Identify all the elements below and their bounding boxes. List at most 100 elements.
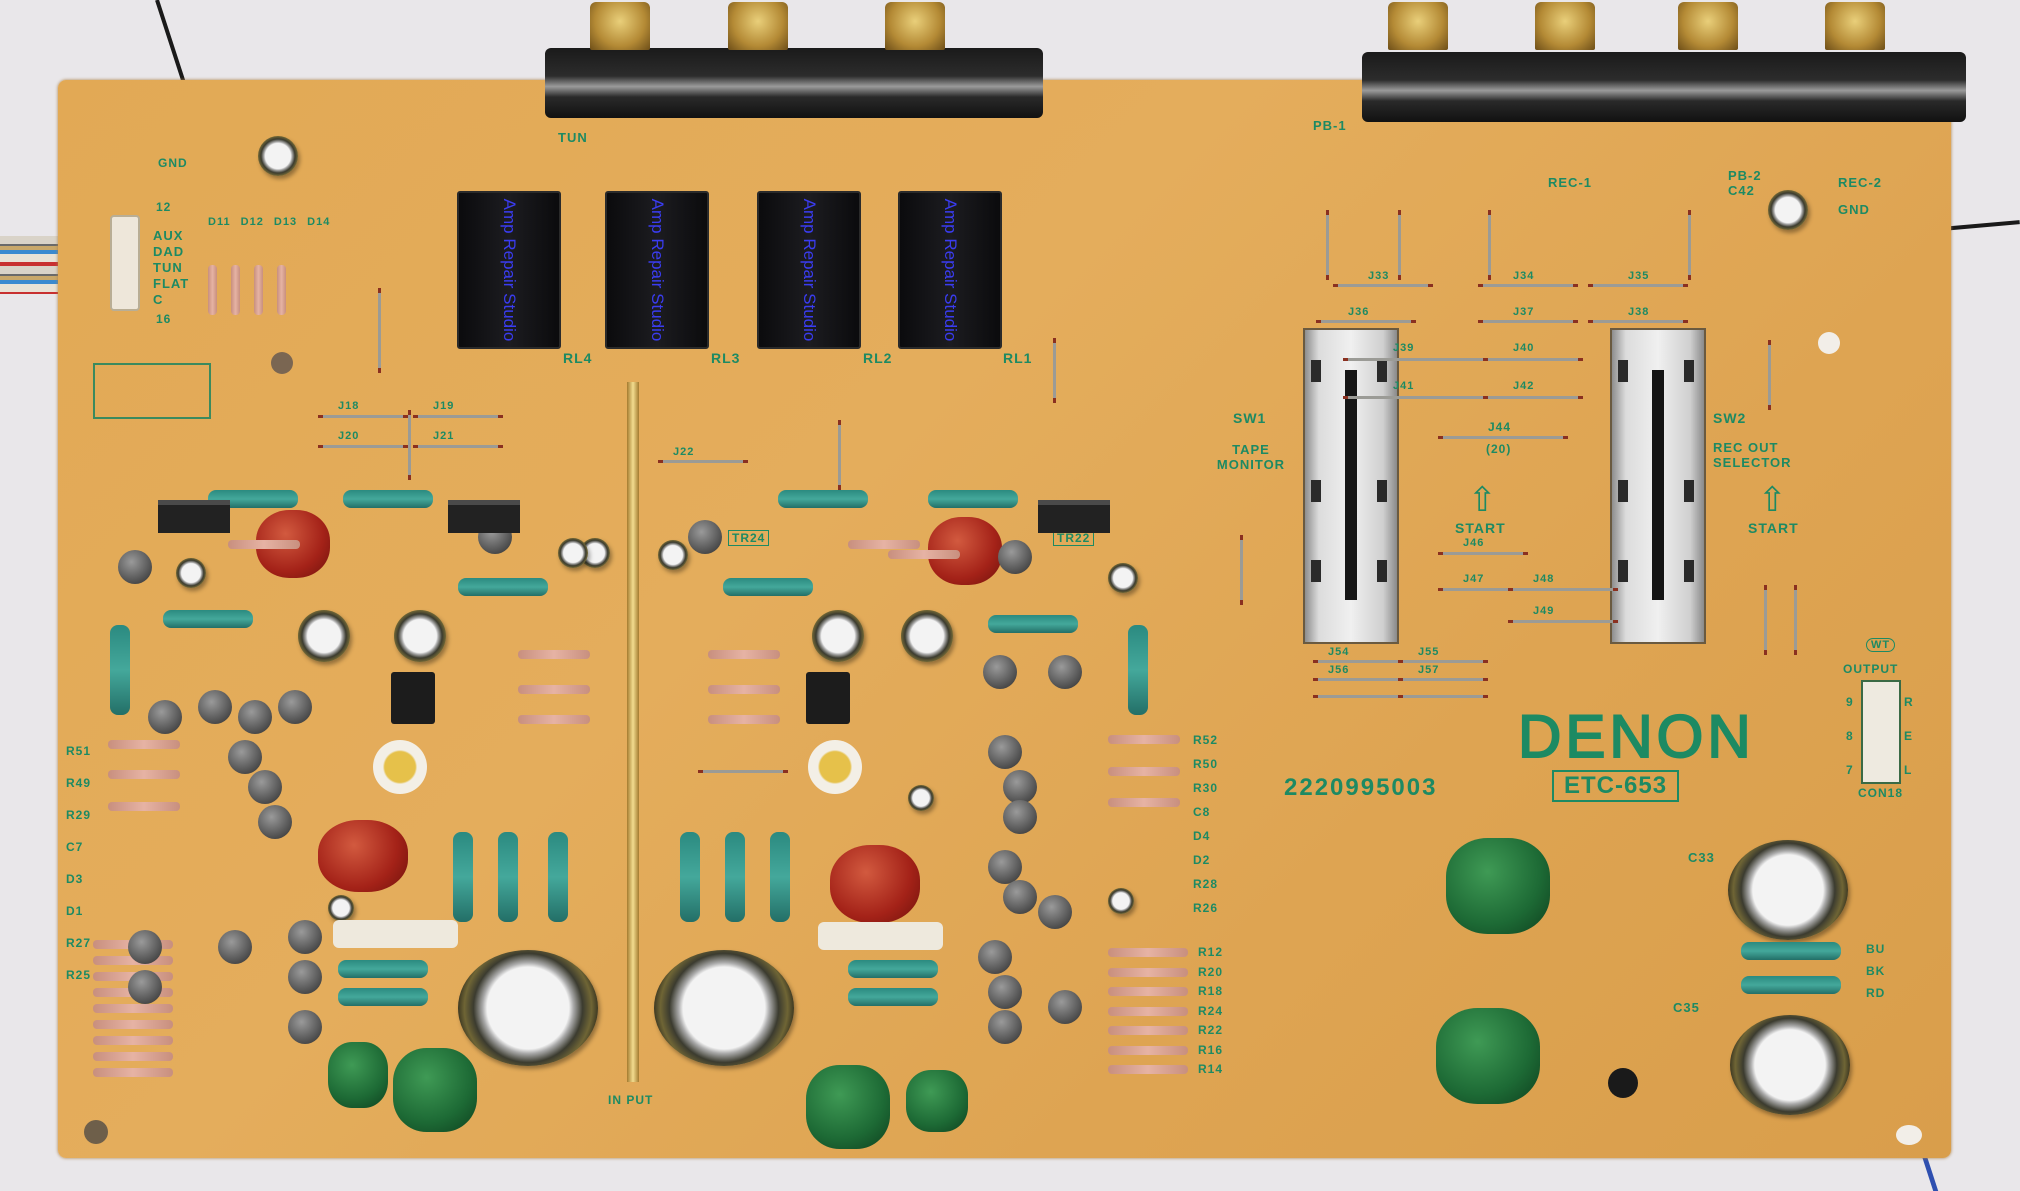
jumper-wire xyxy=(1398,678,1488,681)
transistor xyxy=(988,1010,1022,1044)
label-rec-out-selector: REC OUT SELECTOR xyxy=(1713,440,1792,470)
jumper-wire xyxy=(1794,585,1797,655)
resistor-power xyxy=(343,490,433,508)
jumper-label: J22 xyxy=(673,446,695,458)
resistor xyxy=(708,650,780,659)
label-r14: R14 xyxy=(1198,1062,1224,1076)
resistor-power xyxy=(498,832,518,922)
rca-jack[interactable] xyxy=(1388,2,1448,50)
jumper-label: J37 xyxy=(1513,306,1535,318)
resistor xyxy=(228,540,300,549)
resistor-power xyxy=(1741,976,1841,994)
label-d11: D11 xyxy=(208,216,231,228)
resistor xyxy=(708,685,780,694)
label-bk: BK xyxy=(1866,964,1886,978)
transistor-power xyxy=(448,500,520,533)
diode xyxy=(208,265,217,315)
connector-pin-top: 12 xyxy=(156,200,172,214)
transistor xyxy=(278,690,312,724)
resistor xyxy=(1108,1026,1188,1035)
pin-e: E xyxy=(1904,729,1914,743)
resistor xyxy=(1108,735,1180,744)
label-d2: D2 xyxy=(1193,853,1211,867)
resistor-power xyxy=(1128,625,1148,715)
jumper-label: J49 xyxy=(1533,605,1555,617)
transistor xyxy=(1003,800,1037,834)
label-c7: C7 xyxy=(66,840,84,854)
jumper-wire xyxy=(378,288,381,373)
label-d12: D12 xyxy=(240,216,264,228)
label-tun-top: TUN xyxy=(558,130,588,145)
trimmer-pot[interactable] xyxy=(373,740,427,794)
capacitor-small xyxy=(258,136,298,176)
diode xyxy=(277,265,286,315)
part-number: 2220995003 xyxy=(1284,774,1438,801)
diode-labels: D11 D12 D13 D14 xyxy=(208,216,330,228)
transistor xyxy=(983,655,1017,689)
resistor xyxy=(888,550,960,559)
capacitor-green xyxy=(906,1070,968,1132)
silk-rectangle xyxy=(93,363,211,419)
rca-jack[interactable] xyxy=(1825,2,1885,50)
label-r16: R16 xyxy=(1198,1042,1224,1057)
label-tun: TUN xyxy=(153,260,183,275)
resistor-power xyxy=(458,578,548,596)
jumper-wire xyxy=(1508,620,1618,623)
label-r20: R20 xyxy=(1198,964,1224,979)
relay-sticker: Amp Repair Studio xyxy=(648,198,667,342)
jumper-label: J55 xyxy=(1418,646,1440,658)
transistor xyxy=(988,975,1022,1009)
jumper-wire xyxy=(318,415,408,418)
relay-rl4: Amp Repair Studio xyxy=(457,191,561,349)
trimmer-pot[interactable] xyxy=(808,740,862,794)
rca-jack[interactable] xyxy=(1678,2,1738,50)
resistor-power xyxy=(453,832,473,922)
resistor xyxy=(93,1068,173,1077)
transistor xyxy=(288,960,322,994)
capacitor-small xyxy=(658,540,688,570)
label-rl3: RL3 xyxy=(711,350,741,366)
resistor xyxy=(93,1052,173,1061)
jumper-wire xyxy=(1478,320,1578,323)
transistor xyxy=(288,920,322,954)
jumper-label: J34 xyxy=(1513,270,1535,282)
film-capacitor xyxy=(1446,838,1550,934)
resistor-power xyxy=(988,615,1078,633)
slide-switch-sw1[interactable] xyxy=(1303,328,1399,644)
transistor xyxy=(198,690,232,724)
rca-jack[interactable] xyxy=(885,2,945,50)
label-bu: BU xyxy=(1866,942,1886,956)
jumper-wire xyxy=(698,770,788,773)
resistor-power xyxy=(770,832,790,922)
jumper-label: J38 xyxy=(1628,306,1650,318)
resistor xyxy=(848,540,920,549)
rca-jack[interactable] xyxy=(1535,2,1595,50)
label-r50: R50 xyxy=(1193,757,1219,771)
label-rl1: RL1 xyxy=(1003,350,1033,366)
label-flat: FLAT xyxy=(153,276,190,291)
transistor xyxy=(988,850,1022,884)
resistor xyxy=(93,956,173,965)
label-r51: R51 xyxy=(66,744,92,758)
resistor xyxy=(708,715,780,724)
resistor xyxy=(1108,1065,1188,1074)
rca-jack[interactable] xyxy=(728,2,788,50)
jumper-label: J36 xyxy=(1348,306,1370,318)
jumper-wire xyxy=(1326,210,1329,280)
resistor-power xyxy=(848,988,938,1006)
brass-shield-bar xyxy=(627,382,639,1082)
capacitor-small xyxy=(558,538,588,568)
brand-logo: DENON xyxy=(1517,702,1755,771)
label-con18: CON18 xyxy=(1858,786,1904,800)
diode xyxy=(254,265,263,315)
resistor xyxy=(518,685,590,694)
label-d1: D1 xyxy=(66,904,84,918)
jumper-wire xyxy=(1438,552,1528,555)
rca-jack[interactable] xyxy=(590,2,650,50)
connector-pin-bottom: 16 xyxy=(156,312,172,326)
resistor xyxy=(1108,1045,1188,1055)
capacitor-large xyxy=(654,950,794,1066)
slide-switch-sw2[interactable] xyxy=(1610,328,1706,644)
resistor-power xyxy=(778,490,868,508)
